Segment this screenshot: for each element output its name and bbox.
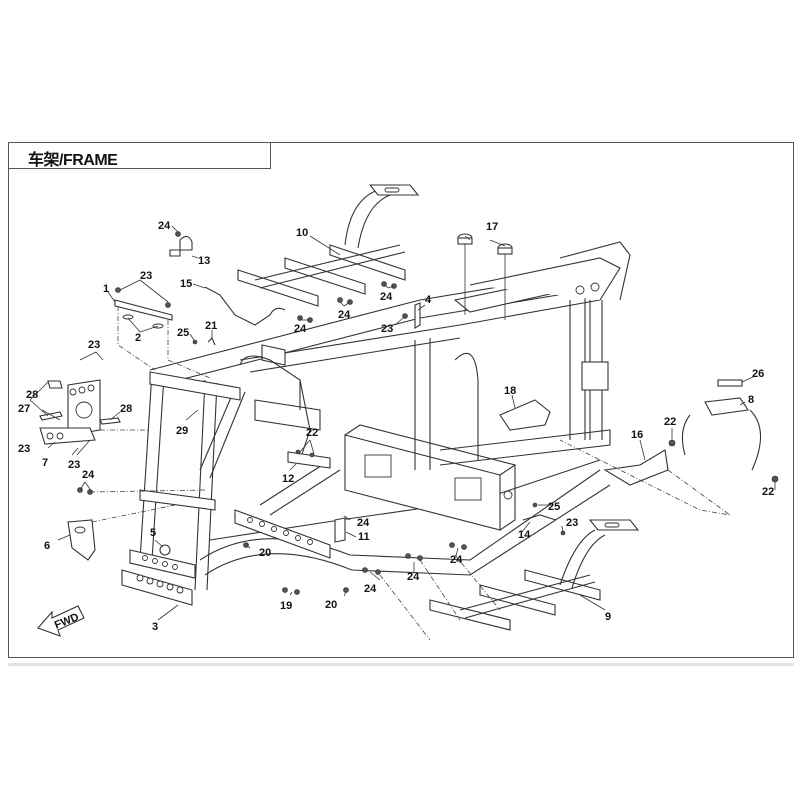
callout-24-c: 24 bbox=[294, 323, 307, 335]
callout-22-a: 22 bbox=[306, 427, 318, 439]
callout-12: 12 bbox=[282, 473, 294, 485]
fwd-arrow: FWD bbox=[37, 605, 85, 637]
callout-20-a: 20 bbox=[259, 547, 271, 559]
callout-25-a: 25 bbox=[177, 327, 189, 339]
callout-22-b: 22 bbox=[664, 416, 676, 428]
fwd-label: FWD bbox=[53, 611, 81, 632]
callout-20-b: 20 bbox=[325, 599, 337, 611]
callout-6: 6 bbox=[44, 540, 50, 552]
callout-11: 11 bbox=[358, 531, 370, 543]
leader-lines bbox=[29, 225, 776, 621]
title-box bbox=[8, 142, 271, 169]
assembly-lines bbox=[89, 306, 731, 641]
callout-19: 19 bbox=[280, 600, 292, 612]
callout-labels: 1 2 3 4 5 6 7 8 9 10 11 12 13 14 15 16 1… bbox=[18, 220, 774, 633]
callout-24-h: 24 bbox=[407, 571, 420, 583]
callout-15: 15 bbox=[180, 278, 192, 290]
diagram-border bbox=[8, 142, 794, 658]
callout-28-b: 28 bbox=[120, 403, 132, 415]
callout-5: 5 bbox=[150, 527, 156, 539]
part-9-front-rack bbox=[429, 519, 640, 631]
main-frame bbox=[121, 241, 631, 606]
callout-23-c: 23 bbox=[18, 443, 30, 455]
bumper-holes bbox=[136, 555, 184, 594]
small-parts bbox=[39, 231, 779, 595]
callout-29: 29 bbox=[176, 425, 188, 437]
callout-2: 2 bbox=[135, 332, 141, 344]
part-10-rear-rack bbox=[237, 184, 420, 307]
callout-22-c: 22 bbox=[762, 486, 774, 498]
callout-24-e: 24 bbox=[380, 291, 393, 303]
callout-23-f: 23 bbox=[566, 517, 578, 529]
callout-24-b: 24 bbox=[82, 469, 95, 481]
callout-8: 8 bbox=[748, 394, 754, 406]
callout-14: 14 bbox=[518, 529, 531, 541]
callout-23-a: 23 bbox=[140, 270, 152, 282]
callout-24-g: 24 bbox=[364, 583, 377, 595]
callout-25-b: 25 bbox=[548, 501, 560, 513]
callout-10: 10 bbox=[296, 227, 308, 239]
border-shadow bbox=[8, 663, 794, 666]
callout-9: 9 bbox=[605, 611, 611, 623]
callout-23-d: 23 bbox=[68, 459, 80, 471]
callout-27: 27 bbox=[18, 403, 30, 415]
callout-13: 13 bbox=[198, 255, 210, 267]
callout-24-a: 24 bbox=[158, 220, 171, 232]
callout-24-f: 24 bbox=[357, 517, 370, 529]
callout-23-b: 23 bbox=[88, 339, 100, 351]
callout-17: 17 bbox=[486, 221, 498, 233]
callout-24-i: 24 bbox=[450, 554, 463, 566]
callout-23-e: 23 bbox=[381, 323, 393, 335]
callout-7: 7 bbox=[42, 457, 48, 469]
callout-4: 4 bbox=[425, 294, 432, 306]
callout-28-a: 28 bbox=[26, 389, 38, 401]
callout-24-d: 24 bbox=[338, 309, 351, 321]
page-title: 车架/FRAME bbox=[28, 152, 118, 169]
callout-18: 18 bbox=[504, 385, 516, 397]
callout-3: 3 bbox=[152, 621, 158, 633]
callout-26: 26 bbox=[752, 368, 764, 380]
callout-21: 21 bbox=[205, 320, 217, 332]
footrest-holes bbox=[247, 517, 313, 545]
callout-16: 16 bbox=[631, 429, 643, 441]
callout-1: 1 bbox=[103, 283, 109, 295]
